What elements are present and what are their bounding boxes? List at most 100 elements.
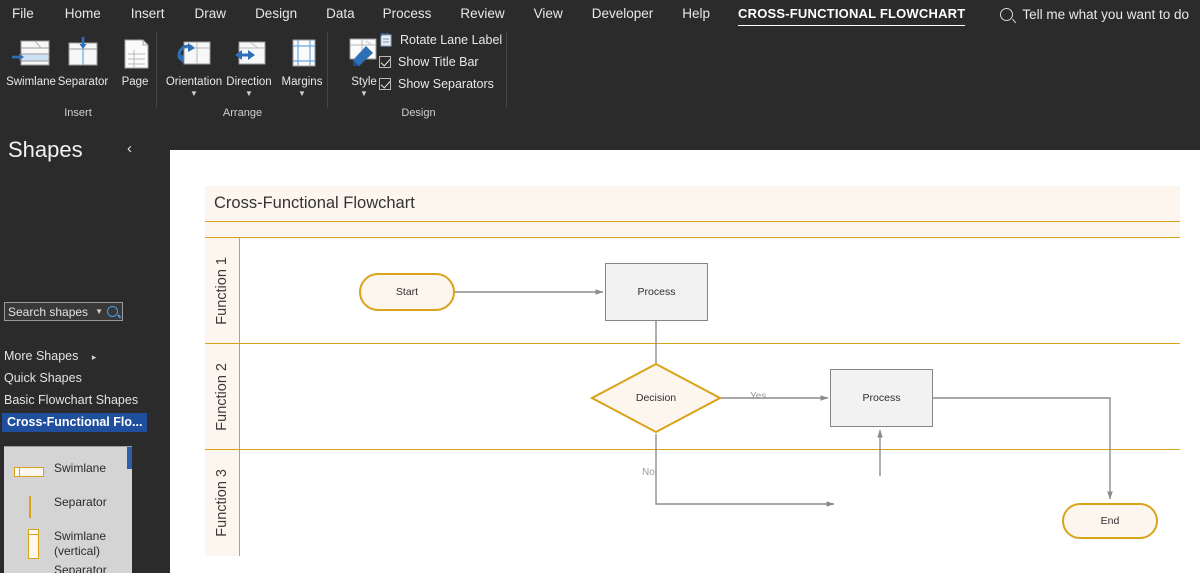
stencil-scrollbar-thumb[interactable] — [127, 447, 132, 469]
search-shapes-value[interactable]: Search shapes — [8, 304, 89, 319]
lane-header-function-1[interactable]: Function 1 — [205, 238, 240, 343]
node-end-label: End — [1100, 515, 1120, 527]
ribbon-divider-1 — [156, 32, 157, 108]
chevron-down-icon[interactable]: ▼ — [190, 89, 198, 98]
stencil-item-separator[interactable]: Separator — [8, 493, 126, 527]
swimlane-horizontal-icon — [8, 459, 54, 493]
stencil-item-separator-vertical[interactable]: Separator (vertical) — [8, 561, 126, 573]
stencil-item-swimlane-vertical[interactable]: Swimlane (vertical) — [8, 527, 126, 561]
arrange-margins-button[interactable]: Margins ▼ — [271, 32, 333, 98]
tab-view[interactable]: View — [533, 6, 563, 21]
search-shapes-input[interactable]: Search shapes ▼ — [4, 302, 123, 321]
ribbon-body: Swimlane Separator — [0, 28, 1200, 121]
insert-separator-label: Separator — [57, 76, 109, 88]
lane-header-function-2[interactable]: Function 2 — [205, 344, 240, 449]
tab-insert[interactable]: Insert — [130, 6, 165, 21]
stencil-link-basic-flowchart-shapes[interactable]: Basic Flowchart Shapes — [4, 393, 138, 407]
tab-review[interactable]: Review — [460, 6, 505, 21]
design-style-button[interactable]: Style ▼ — [333, 32, 395, 98]
rotate-lane-label-text: Rotate Lane Label — [400, 33, 503, 47]
ribbon-group-insert: Swimlane Separator — [0, 28, 156, 121]
orientation-icon — [163, 32, 225, 76]
ribbon-divider-2 — [327, 32, 328, 108]
arrange-margins-label: Margins — [281, 76, 323, 88]
flowchart-title: Cross-Functional Flowchart — [214, 194, 415, 212]
stencil-link-more-shapes-label: More Shapes — [4, 349, 79, 363]
tell-me-box[interactable]: Tell me what you want to do — [1000, 7, 1189, 22]
ribbon-group-design-label: Design — [401, 107, 436, 119]
stencil-link-more-shapes[interactable]: More Shapes ▸ — [4, 349, 96, 363]
stencil-scrollbar[interactable] — [127, 447, 132, 573]
stencil-link-basic-flowchart-shapes-label: Basic Flowchart Shapes — [4, 393, 139, 407]
tab-developer[interactable]: Developer — [591, 6, 654, 21]
page-insert-icon — [104, 32, 166, 76]
node-start-label: Start — [395, 286, 419, 298]
tab-data[interactable]: Data — [326, 6, 355, 21]
arrange-orientation-button[interactable]: Orientation ▼ — [163, 32, 225, 98]
tab-design[interactable]: Design — [255, 6, 298, 21]
connector-process2-to-end — [932, 397, 1113, 500]
separator-horizontal-icon — [8, 561, 54, 573]
flowchart-header-band[interactable] — [205, 222, 1180, 238]
show-title-bar-label: Show Title Bar — [398, 55, 479, 69]
margins-icon — [271, 32, 333, 76]
direction-icon — [218, 32, 280, 76]
insert-page-label: Page — [121, 76, 149, 88]
connector-label-yes: Yes — [750, 391, 767, 402]
flowchart-title-bar[interactable]: Cross-Functional Flowchart — [205, 186, 1180, 222]
rotate-lane-label-button[interactable]: Rotate Lane Label — [379, 31, 503, 47]
design-style-label: Style — [351, 76, 377, 88]
node-end[interactable]: End — [1062, 503, 1158, 539]
insert-separator-button[interactable]: Separator — [52, 32, 114, 88]
tell-me-label: Tell me what you want to do — [1022, 6, 1189, 22]
show-title-bar-checkbox[interactable]: Show Title Bar — [379, 55, 479, 69]
node-process-2-label: Process — [862, 392, 901, 404]
stencil-link-cross-functional-flowchart-label: Cross-Functional Flo... — [7, 415, 143, 429]
tab-home[interactable]: Home — [64, 6, 101, 21]
search-icon — [1000, 7, 1014, 21]
chevron-down-icon[interactable]: ▼ — [298, 89, 306, 98]
lane-function-3[interactable]: Function 3 — [205, 450, 1180, 556]
lane-header-function-3[interactable]: Function 3 — [205, 450, 240, 556]
search-icon[interactable] — [107, 306, 118, 317]
tab-process[interactable]: Process — [382, 6, 432, 21]
checkbox-icon[interactable] — [379, 56, 391, 68]
chevron-down-icon[interactable]: ▼ — [360, 89, 368, 98]
shapes-panel: Shapes ‹ Search shapes ▼ More Shapes ▸ Q… — [0, 121, 170, 573]
tab-cross-functional-flowchart[interactable]: CROSS-FUNCTIONAL FLOWCHART — [738, 0, 966, 28]
separator-insert-icon — [52, 32, 114, 76]
ribbon-group-arrange-label: Arrange — [222, 107, 263, 119]
drawing-canvas[interactable]: Cross-Functional Flowchart Function 1 Fu… — [170, 150, 1200, 573]
node-decision[interactable]: Decision — [590, 362, 722, 434]
node-start[interactable]: Start — [359, 273, 455, 311]
stencil-item-swimlane[interactable]: Swimlane — [8, 459, 126, 493]
separator-vertical-icon — [8, 493, 54, 527]
node-decision-label: Decision — [635, 392, 677, 404]
arrange-orientation-label: Orientation — [165, 76, 223, 88]
stencil-item-separator-label: Separator — [54, 495, 107, 509]
node-process-1[interactable]: Process — [605, 263, 708, 321]
insert-page-button[interactable]: Page — [104, 32, 166, 88]
tab-file[interactable]: File — [12, 6, 34, 21]
node-process-2[interactable]: Process — [830, 369, 933, 427]
checkbox-icon[interactable] — [379, 78, 391, 90]
tab-help[interactable]: Help — [682, 6, 711, 21]
stencil-link-cross-functional-flowchart[interactable]: Cross-Functional Flo... — [2, 413, 148, 432]
chevron-left-icon[interactable]: ‹ — [127, 140, 132, 157]
tab-draw[interactable]: Draw — [194, 6, 227, 21]
show-separators-checkbox[interactable]: Show Separators — [379, 77, 494, 91]
cross-functional-flowchart[interactable]: Cross-Functional Flowchart Function 1 Fu… — [205, 186, 1180, 556]
stencil-link-quick-shapes[interactable]: Quick Shapes — [4, 371, 82, 385]
style-brush-icon — [333, 32, 395, 76]
shapes-panel-title: Shapes — [8, 137, 83, 162]
arrange-direction-button[interactable]: Direction ▼ — [218, 32, 280, 98]
stencil-link-quick-shapes-label: Quick Shapes — [4, 371, 82, 385]
insert-swimlane-button[interactable]: Swimlane — [0, 32, 62, 88]
connector-label-no: No — [642, 467, 655, 478]
chevron-down-icon[interactable]: ▼ — [95, 307, 103, 316]
chevron-down-icon[interactable]: ▼ — [245, 89, 253, 98]
stencil-list: Swimlane Separator Swimlane (vertical) S… — [4, 446, 132, 573]
stencil-item-swimlane-vertical-label: Swimlane (vertical) — [54, 529, 107, 558]
swimlane-vertical-icon — [8, 527, 54, 561]
